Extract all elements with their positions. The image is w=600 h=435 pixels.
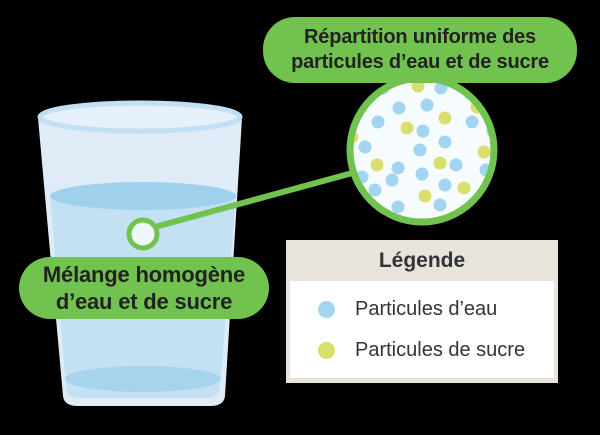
- sample-point-marker: [126, 217, 160, 251]
- magnifier-connector-line: [152, 169, 359, 230]
- water-particle: [465, 115, 479, 129]
- water-surface: [50, 182, 236, 210]
- water-particle: [420, 98, 434, 112]
- sugar-particle: [400, 121, 414, 135]
- homogeneous-mixture-callout-line1: Mélange homogène: [42, 262, 246, 287]
- legend-item-water: Particules d’eau: [318, 298, 554, 321]
- water-particle: [413, 143, 427, 157]
- sugar-particle: [457, 181, 471, 195]
- glass-rim: [37, 100, 243, 134]
- water-particle: [415, 167, 429, 181]
- sugar-particle: [438, 111, 452, 125]
- water-particle: [392, 101, 406, 115]
- sugar-particle-icon: [318, 341, 335, 359]
- water-particle: [371, 115, 385, 129]
- legend-panel: Légende Particules d’eau Particules de s…: [286, 240, 558, 383]
- legend-item-sugar: Particules de sucre: [318, 339, 554, 362]
- water-particle: [416, 124, 430, 138]
- water-particle: [449, 158, 463, 172]
- glass: [37, 100, 243, 406]
- water-particle: [433, 198, 447, 212]
- sugar-particle: [477, 145, 491, 159]
- water-particle: [385, 173, 399, 187]
- legend-item-sugar-label: Particules de sucre: [355, 338, 526, 361]
- sugar-particle: [418, 189, 432, 203]
- sugar-particle: [433, 156, 447, 170]
- magnifier-circle: [346, 74, 498, 226]
- water-particle: [391, 161, 405, 175]
- water-particle-icon: [318, 300, 335, 318]
- water-particle: [368, 183, 382, 197]
- uniform-distribution-callout: Répartition uniforme des particules d’ea…: [263, 17, 577, 83]
- water-particle: [438, 135, 452, 149]
- water-particle: [391, 200, 405, 214]
- legend-body: Particules d’eau Particules de sucre: [290, 281, 554, 378]
- sugar-particle: [370, 158, 384, 172]
- legend-title: Légende: [378, 248, 466, 272]
- water-particle: [438, 178, 452, 192]
- water-particle: [358, 140, 372, 154]
- legend-item-water-label: Particules d’eau: [355, 297, 498, 320]
- water-bottom-shading: [65, 366, 221, 392]
- uniform-distribution-callout-line2: particules d’eau et de sucre: [291, 51, 549, 73]
- uniform-distribution-callout-line1: Répartition uniforme des: [304, 26, 536, 48]
- homogeneous-mixture-callout-line2: d’eau et de sucre: [55, 289, 233, 314]
- homogeneous-mixture-callout: Mélange homogène d’eau et de sucre: [19, 257, 269, 319]
